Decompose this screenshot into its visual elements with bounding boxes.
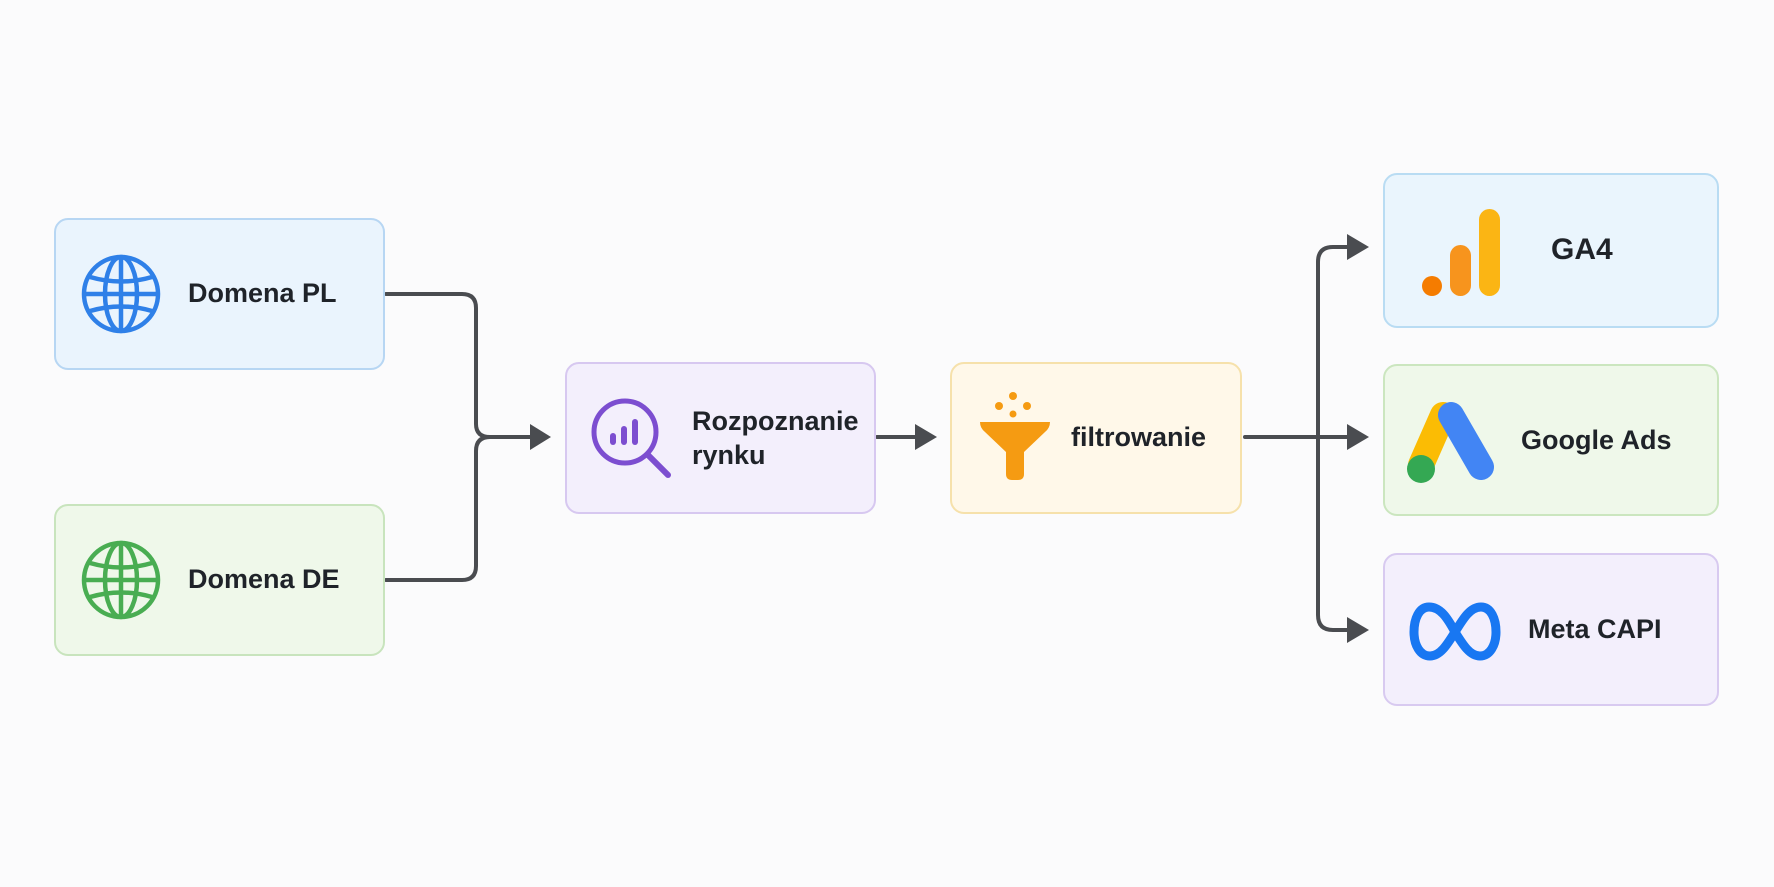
node-label: GA4 bbox=[1551, 233, 1613, 266]
node-filtrowanie[interactable]: filtrowanie bbox=[950, 362, 1242, 514]
globe-icon bbox=[81, 254, 161, 334]
arrowhead-filtrowanie bbox=[915, 424, 937, 450]
arrowhead-google-ads bbox=[1347, 424, 1369, 450]
node-label: Domena PL bbox=[188, 278, 337, 308]
node-domena-de[interactable]: Domena DE bbox=[54, 504, 385, 656]
node-google-ads[interactable]: Google Ads bbox=[1383, 364, 1719, 516]
market-analysis-icon bbox=[591, 398, 671, 478]
funnel-icon bbox=[980, 392, 1050, 480]
google-ads-logo-icon bbox=[1407, 402, 1494, 483]
node-label: Domena DE bbox=[188, 564, 340, 594]
node-meta-capi[interactable]: Meta CAPI bbox=[1383, 553, 1719, 706]
connector-pl-to-rozpoznanie bbox=[384, 292, 532, 439]
globe-icon bbox=[81, 540, 161, 620]
arrowhead-meta bbox=[1347, 617, 1369, 643]
connector-branch-meta bbox=[1316, 435, 1349, 632]
connector-branch-ga4 bbox=[1316, 245, 1349, 439]
node-ga4[interactable]: GA4 bbox=[1383, 173, 1719, 328]
node-label: Rozpoznanie rynku bbox=[692, 406, 859, 470]
connector-de-to-rozpoznanie bbox=[384, 435, 532, 582]
node-rozpoznanie-rynku[interactable]: Rozpoznanie rynku bbox=[565, 362, 876, 514]
node-label: Google Ads bbox=[1521, 425, 1672, 455]
node-label: Meta CAPI bbox=[1528, 614, 1662, 644]
arrowhead-ga4 bbox=[1347, 234, 1369, 260]
meta-logo-icon bbox=[1409, 602, 1501, 661]
node-domena-pl[interactable]: Domena PL bbox=[54, 218, 385, 370]
node-label: filtrowanie bbox=[1071, 422, 1207, 452]
ga4-logo-icon bbox=[1422, 209, 1500, 296]
arrowhead-rozpoznanie bbox=[530, 424, 551, 450]
